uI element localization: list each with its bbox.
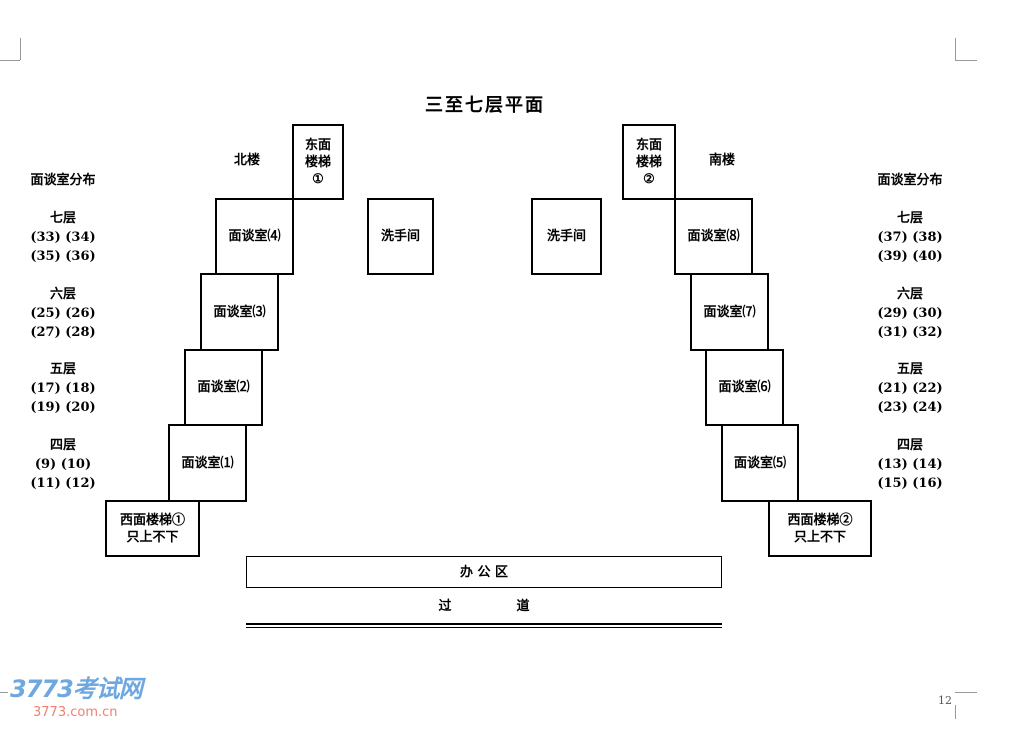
room-numbers: (23) (24) [877,400,943,415]
floor-name: 五层 [49,362,76,377]
room-numbers: (17) (18) [30,381,96,396]
legend-floor: 六层 (25) (26) (27) (28) [3,285,123,342]
interview-room-2: 面谈室⑵ [184,349,263,426]
floor-name: 六层 [49,286,76,302]
room-numbers: (9) (10) [34,456,92,472]
page-title: 三至七层平面 [425,95,545,116]
corridor-label: 过 道 [438,599,530,614]
room-numbers: (39) (40) [877,249,943,264]
floor-name: 七层 [896,211,923,226]
office-area: 办 公 区 [246,556,722,588]
room-numbers: (21) (22) [877,381,943,396]
crop-mark [955,60,977,61]
room-numbers: (25) (26) [30,305,96,321]
interview-room-7: 面谈室⑺ [690,273,769,351]
floor-name: 四层 [49,437,76,453]
crop-mark [20,38,21,60]
room-numbers: (19) (20) [30,400,96,415]
left-legend: 面谈室分布 [3,171,123,190]
room-numbers: (11) (12) [30,475,96,491]
legend-heading: 面谈室分布 [877,173,943,188]
crop-mark [955,705,956,719]
right-legend: 面谈室分布 [850,171,970,190]
room-numbers: (35) (36) [30,249,96,264]
legend-floor: 五层 (17) (18) (19) (20) [3,360,123,417]
room-numbers: (37) (38) [877,230,943,245]
crop-mark [955,692,977,693]
room-numbers: (27) (28) [30,324,96,340]
legend-floor: 六层 (29) (30) (31) (32) [850,285,970,342]
interview-room-4: 面谈室⑷ [215,198,294,275]
corridor-line [246,623,722,628]
interview-room-1: 面谈室⑴ [168,424,247,502]
south-building-label: 南楼 [708,153,735,168]
site-logo: 3773考试网 [10,675,143,703]
restroom-north: 洗手间 [367,198,434,275]
interview-room-3: 面谈室⑶ [200,273,279,351]
legend-floor: 四层 (9) (10) (11) (12) [3,436,123,493]
legend-heading: 面谈室分布 [30,173,96,188]
floor-name: 六层 [896,286,923,302]
legend-floor: 七层 (37) (38) (39) (40) [850,209,970,266]
legend-floor: 四层 (13) (14) (15) (16) [850,436,970,493]
legend-floor: 七层 (33) (34) (35) (36) [3,209,123,266]
room-numbers: (15) (16) [877,475,943,491]
north-building-label: 北楼 [233,153,260,168]
floor-name: 四层 [896,437,923,453]
room-numbers: (29) (30) [877,305,943,321]
interview-room-6: 面谈室⑹ [705,349,784,426]
crop-mark [0,692,8,693]
floor-name: 五层 [896,362,923,377]
page-number: 12 [938,694,952,707]
restroom-south: 洗手间 [531,198,602,275]
room-numbers: (13) (14) [877,456,943,472]
floor-name: 七层 [49,211,76,226]
interview-room-5: 面谈室⑸ [721,424,799,502]
crop-mark [955,38,956,60]
crop-mark [0,60,20,61]
interview-room-8: 面谈室⑻ [674,198,753,275]
legend-floor: 五层 (21) (22) (23) (24) [850,360,970,417]
room-numbers: (31) (32) [877,324,943,340]
room-numbers: (33) (34) [30,230,96,245]
site-url: 3773.com.cn [33,705,118,720]
